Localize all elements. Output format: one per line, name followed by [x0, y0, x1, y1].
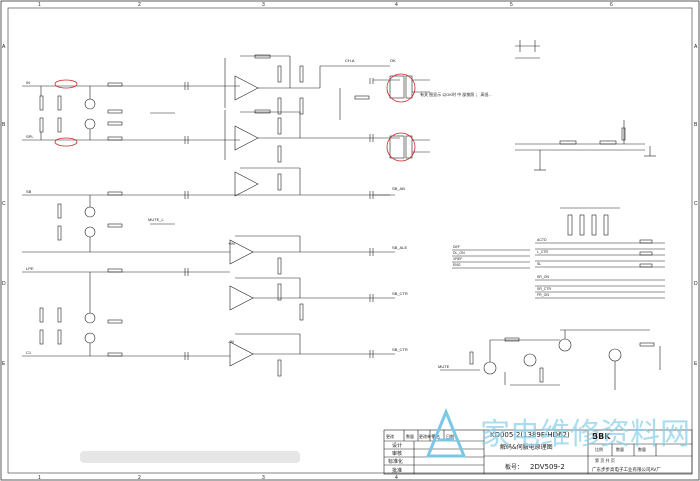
column-markers-bottom: 1 2 3 4 [38, 475, 398, 481]
channel-1-circuit [22, 79, 240, 147]
row-b: B [2, 122, 6, 128]
row-b-right: B [694, 122, 698, 128]
bus-label-3: ENG [453, 263, 461, 267]
bus-label-4: ACTD [537, 238, 547, 242]
highlight-r-top [54, 79, 78, 89]
drawing-title: 解码&伺服电原理图 [500, 443, 553, 451]
net-label-in: IN [26, 80, 30, 85]
right-header-2: 数量 [638, 446, 646, 452]
bus-label-9: FR_ON [537, 293, 549, 297]
rev-header-1: 数量 [406, 433, 414, 439]
net-label-amp-neg: -9V [228, 339, 235, 344]
row-a: A [2, 44, 6, 50]
row-c-right: C [694, 201, 698, 207]
bus-label-2: VREF [453, 257, 462, 261]
row-markers-left: A B C D E [2, 44, 6, 367]
watermark: 家电维修资料网 [425, 408, 690, 458]
right-header-0: 比例 [595, 446, 603, 452]
model-number: KD005-2(1389F-HD62) [490, 431, 570, 439]
net-label-sb: SB [26, 189, 32, 194]
col-4-bottom: 4 [395, 475, 398, 481]
bus-label-7: SR_ON [537, 275, 550, 279]
net-label-sb-ale: SB_ALE [392, 245, 407, 250]
company-name: 广东步步高电子工业有限公司AV厂 [592, 466, 661, 473]
board-no: 2DV509-2 [530, 463, 565, 471]
net-labels-top: IN CH.A OK SPL [26, 58, 396, 139]
net-label-lpe: LPE [26, 266, 34, 271]
row-e-right: E [694, 361, 698, 367]
power-symbols [515, 40, 540, 59]
watermark-text: 家电维修资料网 [480, 417, 690, 452]
brand-logo: BBK [592, 432, 611, 441]
rev-header-2: 更改单号 [419, 433, 435, 439]
net-label-mute: MUTE [438, 364, 450, 369]
bus-labels: DEF DL_ON VREF ENG ACTD L_CTR SL SR_ON S… [453, 238, 551, 297]
col-5: 5 [510, 2, 513, 8]
mute-transistor-circuit [440, 329, 661, 390]
net-label-mute-l: MUTE_L [148, 217, 165, 222]
bus-label-1: DL_ON [453, 251, 465, 255]
col-3-bottom: 3 [262, 475, 265, 481]
bus-label-5: L_CTR [537, 250, 549, 254]
output-connector-1 [386, 73, 430, 103]
col-6: 6 [610, 2, 613, 8]
highlight-connector-1 [386, 73, 416, 103]
red-annotation: 有关 图显示 以OK时 中 部按照 ； 高低... [420, 91, 492, 97]
blurred-hint-bar [80, 451, 300, 463]
bus-label-6: SL [537, 262, 541, 266]
bus-label-0: DEF [453, 245, 460, 249]
title-block-text: 更改 数量 更改单号 签名 日期 设计 审核 标准化 批准 KD005-2(13… [386, 431, 661, 474]
row-d-right: D [694, 281, 698, 287]
row-d: D [2, 281, 6, 287]
col-3: 3 [262, 2, 265, 8]
opamp-2 [224, 109, 400, 163]
mute-circuit [515, 120, 656, 171]
right-header-1: 数量 [616, 446, 624, 452]
rev-header-0: 更改 [386, 433, 394, 439]
net-labels-mid: SB SB_AB MUTE_L SB_ALE LPE SB_CTR C1 SB_… [26, 186, 408, 355]
channel-3-circuit [22, 167, 395, 253]
net-label-amp: +9V [228, 241, 236, 246]
row-c: C [2, 201, 6, 207]
board-no-label: 板号： [505, 463, 523, 471]
col-1-bottom: 1 [38, 475, 41, 481]
highlight-r-bottom [54, 137, 78, 147]
bus-label-8: SR_CTR [537, 287, 551, 291]
net-label-c1: C1 [26, 350, 32, 355]
column-markers-top: 1 2 3 4 5 6 [38, 2, 613, 8]
opamp-1 [224, 54, 400, 120]
sheet-number: 第 页 共 页 [595, 457, 615, 463]
net-label-sb-ab: SB_AB [392, 186, 405, 191]
col-4: 4 [395, 2, 398, 8]
row-markers-right: A B C D E [694, 44, 698, 367]
net-label-cha: CH.A [345, 58, 355, 63]
row-a-right: A [694, 44, 698, 50]
col-2-bottom: 2 [138, 475, 141, 481]
col-2: 2 [138, 2, 141, 8]
role-review: 审核 [392, 450, 402, 457]
net-label-ok: OK [390, 58, 396, 63]
channel-5-circuit [22, 268, 395, 377]
output-connector-2 [386, 132, 430, 162]
highlight-connector-2 [386, 132, 416, 162]
bus-network [452, 207, 665, 299]
role-standard: 标准化 [388, 458, 403, 465]
rev-header-4: 日期 [446, 433, 454, 439]
net-label-spl: SPL [26, 134, 34, 139]
net-label-sb-ctr: SB_CTR [392, 291, 408, 296]
channel-4-circuit [229, 235, 395, 275]
role-design: 设计 [392, 442, 402, 449]
net-label-sb-ctr-2: SB_CTR [392, 347, 408, 352]
role-approve: 批准 [392, 467, 402, 474]
row-e: E [2, 361, 6, 367]
sheet-border-inner [7, 7, 693, 474]
col-1: 1 [38, 2, 41, 8]
watermark-logo-icon [425, 408, 467, 458]
